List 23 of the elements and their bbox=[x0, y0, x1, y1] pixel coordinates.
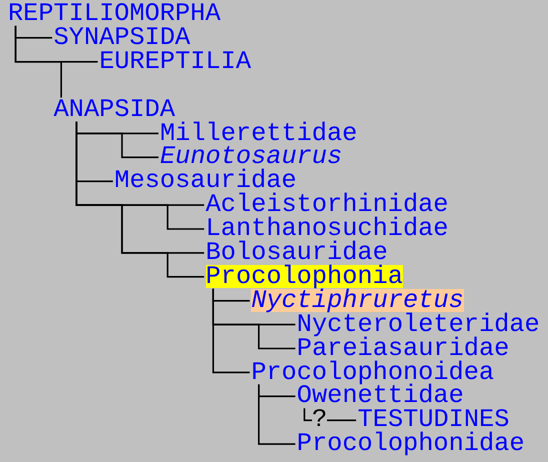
taxon-name: ANAPSIDA bbox=[54, 98, 176, 121]
taxon-name: REPTILIOMORPHA bbox=[8, 2, 221, 25]
branch-line bbox=[76, 122, 204, 278]
taxon-name: Lanthanosuchidae bbox=[206, 217, 448, 240]
branch-line bbox=[212, 288, 250, 374]
branch-line bbox=[258, 384, 296, 445]
taxon-name: TESTUDINES bbox=[358, 408, 510, 432]
branch-line bbox=[14, 26, 62, 98]
taxon-name: Pareiasauridae bbox=[296, 336, 510, 360]
taxon-name: Millerettidae bbox=[160, 122, 358, 144]
taxon-name: Bolosauridae bbox=[206, 241, 388, 264]
taxon-name: Eunotosaurus bbox=[160, 145, 342, 168]
taxon-name: Procolophonidae bbox=[296, 432, 525, 456]
taxon-name: Mesosauridae bbox=[114, 169, 297, 192]
taxon-name: Procolophonia bbox=[206, 264, 403, 288]
taxon-name: Nyctiphruretus bbox=[251, 288, 464, 312]
taxon-name: SYNAPSIDA bbox=[54, 26, 190, 49]
branch-line bbox=[304, 408, 356, 422]
taxon-name: Acleistorhinidae bbox=[206, 193, 448, 216]
taxon-name: Nycteroleteridae bbox=[296, 312, 540, 336]
taxon-name: EUREPTILIA bbox=[99, 50, 251, 73]
taxon-name: Owenettidae bbox=[296, 384, 464, 408]
taxon-name: Procolophonoidea bbox=[251, 360, 494, 384]
